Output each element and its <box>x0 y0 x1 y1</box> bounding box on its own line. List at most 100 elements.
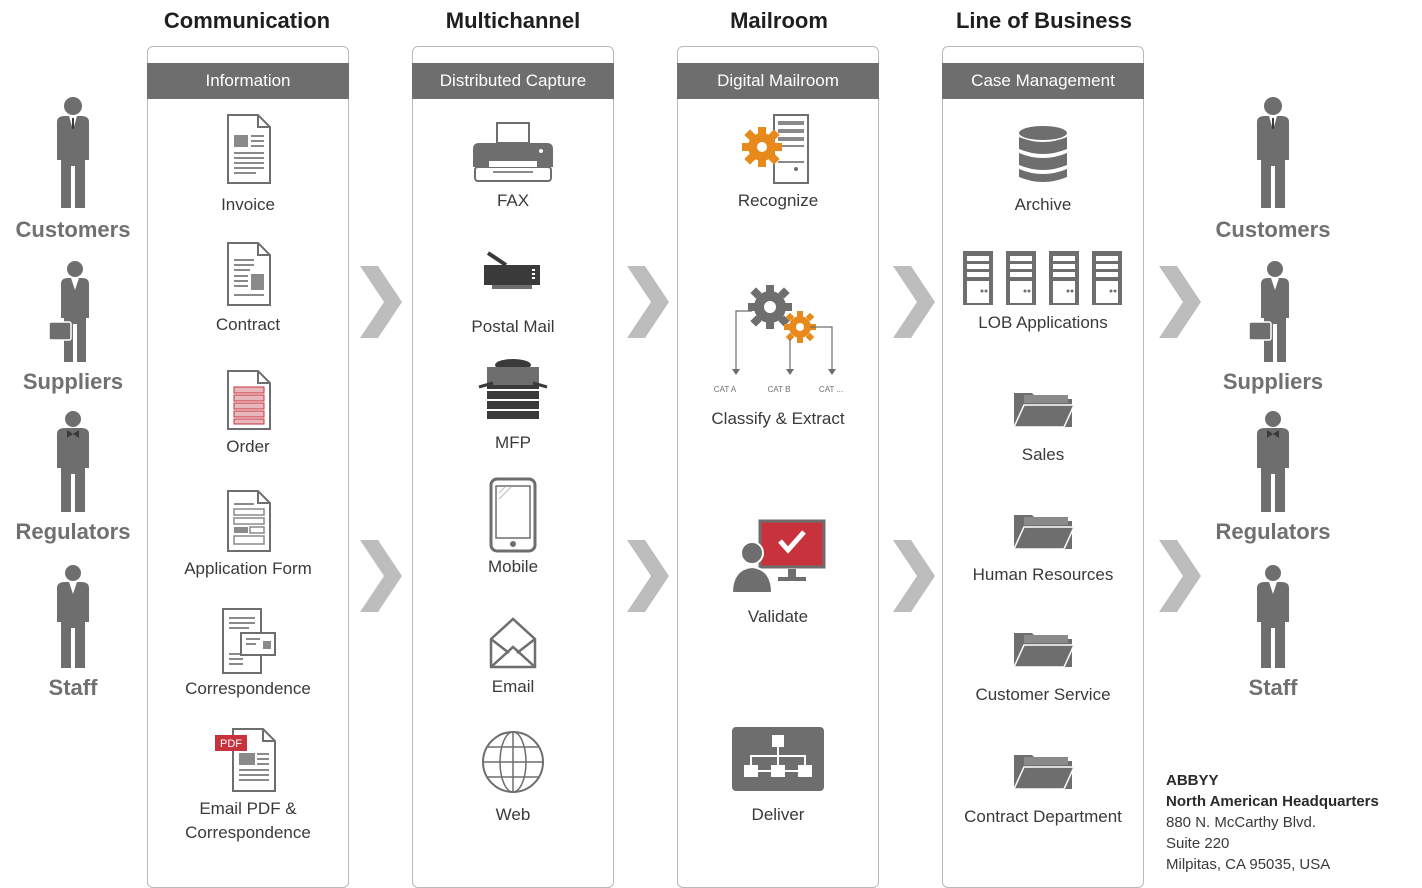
panel-header: Information <box>147 63 349 99</box>
item-human-resources: Human Resources <box>943 511 1143 587</box>
businessman-icon <box>57 565 89 668</box>
item-label: LOB Applications <box>978 313 1108 332</box>
item-fax: FAX <box>413 121 613 213</box>
address-line-1: 880 N. McCarthy Blvd. <box>1166 814 1317 831</box>
hq-address: ABBYY North American Headquarters 880 N.… <box>1166 770 1379 875</box>
person-customers-right: Customers <box>1200 96 1346 243</box>
person-staff-right: Staff <box>1200 564 1346 701</box>
item-recognize: Recognize <box>678 113 878 213</box>
folder-icon <box>1012 755 1076 790</box>
scanner-icon <box>484 251 540 289</box>
businessman-icon <box>1257 565 1289 668</box>
folder-icon <box>1012 633 1076 668</box>
item-correspondence: Correspondence <box>148 607 348 701</box>
column-title-multichannel: Multichannel <box>445 8 581 33</box>
pdf-badge: PDF <box>220 738 242 750</box>
item-contract: Contract <box>148 241 348 337</box>
item-customer-service: Customer Service <box>943 629 1143 707</box>
item-label: Validate <box>747 607 809 626</box>
gears-classify-icon <box>732 285 836 375</box>
person-label: Suppliers <box>22 369 124 394</box>
item-validate: Validate <box>678 519 878 629</box>
validate-monitor-icon <box>730 519 826 594</box>
person-label: Regulators <box>1215 519 1331 544</box>
item-order: Order <box>148 369 348 459</box>
database-icon <box>1019 126 1067 182</box>
item-mobile: Mobile <box>413 477 613 579</box>
businessman-briefcase-icon <box>48 261 89 362</box>
item-label: FAX <box>496 191 530 210</box>
person-label: Staff <box>48 675 98 700</box>
item-email: Email <box>413 617 613 699</box>
contract-document-icon <box>227 242 271 306</box>
item-invoice: Invoice <box>148 113 348 217</box>
office-name: North American Headquarters <box>1166 793 1379 810</box>
correspondence-icon <box>222 608 276 674</box>
item-lob-applications: LOB Applications <box>943 249 1143 335</box>
item-label: Application Form <box>184 559 312 578</box>
item-label: Web <box>495 805 531 824</box>
item-email-pdf: PDF Email PDF & Correspondence <box>148 727 348 845</box>
item-label: MFP <box>495 433 531 452</box>
column-title-line-of-business: Line of Business <box>955 8 1133 33</box>
invoice-document-icon <box>227 114 271 184</box>
chevron-right-icon <box>1159 266 1201 338</box>
category-label-a: CAT A <box>713 385 737 394</box>
item-mfp: MFP <box>413 357 613 455</box>
panel-distributed-capture: Distributed Capture FAX Postal Mail <box>412 46 614 888</box>
item-label: Postal Mail <box>471 317 555 336</box>
item-label: Sales <box>1021 445 1065 464</box>
panel-header: Case Management <box>942 63 1144 99</box>
item-label: Email <box>491 677 535 696</box>
businessman-bowtie-icon <box>1257 411 1289 512</box>
person-suppliers-right: Suppliers <box>1200 260 1346 395</box>
item-web: Web <box>413 729 613 827</box>
form-document-icon <box>227 490 271 552</box>
panel-header: Distributed Capture <box>412 63 614 99</box>
person-staff-left: Staff <box>0 564 146 701</box>
businessman-icon <box>57 97 89 208</box>
order-document-icon <box>227 370 271 430</box>
person-label: Staff <box>1248 675 1298 700</box>
email-envelope-icon <box>489 617 537 669</box>
panel-digital-mailroom: Digital Mailroom Recognize <box>677 46 879 888</box>
folder-icon <box>1012 393 1076 428</box>
person-label: Suppliers <box>1222 369 1324 394</box>
item-classify-extract: CAT A CAT B CAT ... Classify & Extract <box>678 281 878 431</box>
person-label: Customers <box>15 217 131 242</box>
address-line-2: Suite 220 <box>1166 835 1230 852</box>
item-label: Deliver <box>751 805 805 824</box>
column-title-communication: Communication <box>163 8 331 33</box>
person-label: Regulators <box>15 519 131 544</box>
item-label: Recognize <box>737 191 819 210</box>
panel-information: Information Invoice Contract <box>147 46 349 888</box>
chevron-right-icon <box>627 266 669 338</box>
item-postal-mail: Postal Mail <box>413 249 613 339</box>
hierarchy-deliver-icon <box>732 727 824 791</box>
item-label: Classify & Extract <box>711 409 845 428</box>
item-label-line2: Correspondence <box>185 823 311 842</box>
servers-icon <box>963 251 1122 305</box>
item-deliver: Deliver <box>678 725 878 827</box>
chevron-right-icon <box>360 266 402 338</box>
chevron-right-icon <box>893 266 935 338</box>
item-label: Invoice <box>221 195 275 214</box>
item-label: Email PDF & <box>199 799 297 818</box>
company-name: ABBYY <box>1166 772 1219 789</box>
item-label: Contract Department <box>964 807 1122 826</box>
item-label: Archive <box>1014 195 1072 214</box>
item-contract-department: Contract Department <box>943 751 1143 829</box>
businessman-briefcase-icon <box>1248 261 1289 362</box>
column-title-mailroom: Mailroom <box>730 8 828 33</box>
chevron-right-icon <box>360 540 402 612</box>
item-label: Correspondence <box>185 679 311 698</box>
chevron-right-icon <box>627 540 669 612</box>
chevron-right-icon <box>893 540 935 612</box>
person-regulators-left: Regulators <box>0 410 146 545</box>
mfp-copier-icon <box>478 359 548 419</box>
person-customers-left: Customers <box>0 96 146 243</box>
smartphone-icon <box>489 477 537 553</box>
address-line-3: Milpitas, CA 95035, USA <box>1166 856 1331 873</box>
item-archive: Archive <box>943 125 1143 217</box>
category-label-c: CAT ... <box>818 385 844 394</box>
